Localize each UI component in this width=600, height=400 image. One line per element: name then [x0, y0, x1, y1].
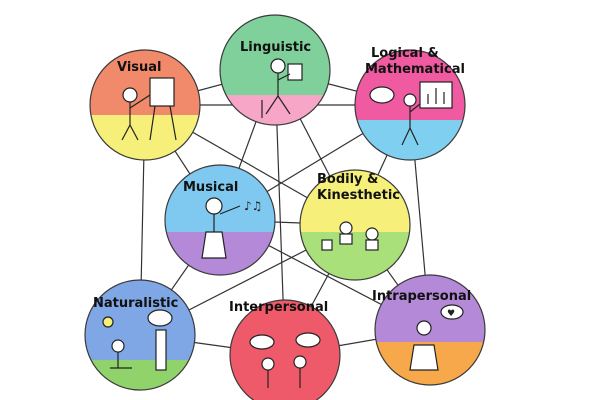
label-linguistic: Linguistic: [240, 40, 312, 55]
node-interpersonal-top: [230, 300, 340, 400]
label-intrapersonal: Intrapersonal: [372, 289, 472, 304]
node-linguistic-top: [220, 15, 330, 95]
node-bodily-bottom: [300, 232, 410, 280]
label-logical-line2: Mathematical: [365, 62, 465, 77]
svg-text:♥: ♥: [447, 309, 455, 319]
label-naturalistic: Naturalistic: [93, 296, 179, 311]
node-naturalistic-top: [85, 280, 195, 360]
svg-text:♪♫: ♪♫: [244, 199, 262, 213]
violinist-icon: ♪♫: [201, 197, 262, 259]
node-linguistic: [219, 14, 331, 126]
reading-person-icon: [261, 58, 303, 118]
painter-easel-icon: [121, 77, 177, 141]
label-musical: Musical: [183, 180, 239, 195]
node-interpersonal: [229, 299, 341, 400]
playing-children-icon: [321, 221, 379, 251]
label-bodily-line2: Kinesthetic: [317, 188, 401, 203]
label-interpersonal: Interpersonal: [229, 300, 329, 315]
chart-presenter-icon: [369, 81, 453, 146]
thinking-person-icon: ♥: [409, 304, 464, 371]
nature-tree-icon: [102, 309, 173, 371]
label-visual: Visual: [117, 60, 162, 75]
node-visual-bottom: [90, 115, 200, 160]
conversation-people-icon: [249, 332, 321, 388]
label-logical-line1: Logical &: [371, 46, 439, 61]
label-bodily-line1: Bodily &: [317, 172, 379, 187]
